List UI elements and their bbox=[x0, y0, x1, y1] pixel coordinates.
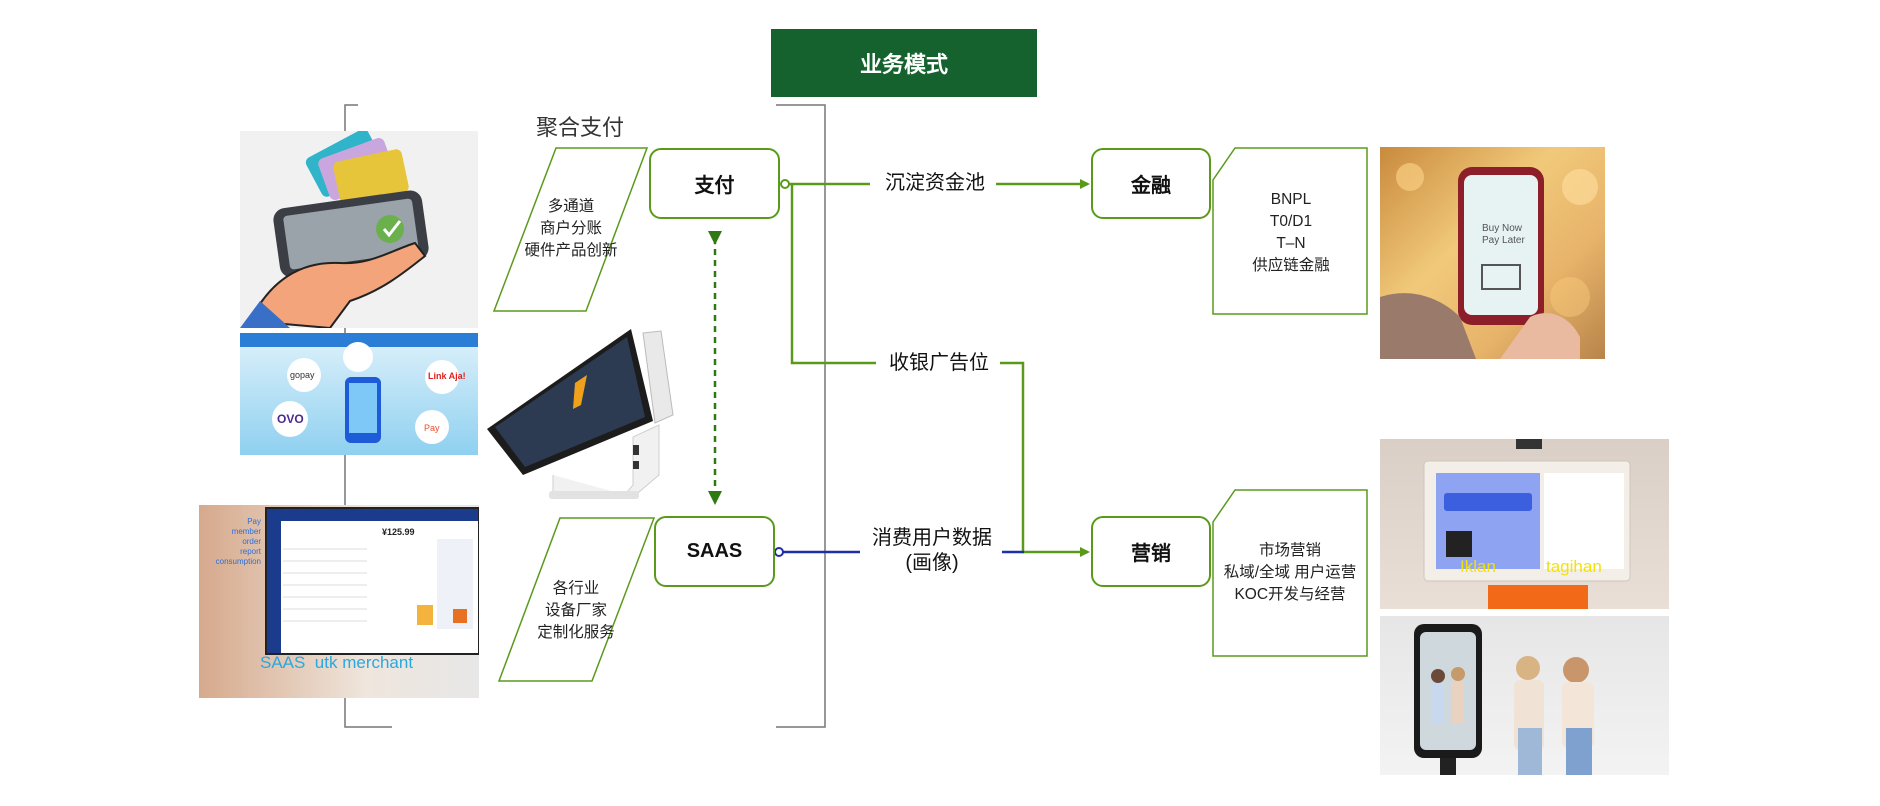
photo-bnpl: Buy Now Pay Later bbox=[1380, 147, 1605, 359]
photo-saas-merchant: ¥125.99 Pay member order report consumpt… bbox=[199, 505, 479, 698]
saas-side-menu: Pay member order report consumption bbox=[211, 517, 261, 567]
saas-screen: ¥125.99 bbox=[265, 507, 479, 655]
pay-feature-item: 商户分账 bbox=[539, 220, 602, 237]
finance-feature-item: T0/D1 bbox=[1269, 213, 1313, 230]
saas-features: 各行业 设备厂家 定制化服务 bbox=[514, 578, 638, 644]
wallet-linkaja: Link Aja! bbox=[428, 371, 466, 381]
marketing-feature-item: KOC开发与经营 bbox=[1234, 586, 1346, 603]
side-word: report bbox=[240, 547, 261, 556]
finance-features-box bbox=[1212, 147, 1368, 315]
photo-phone-payment bbox=[240, 131, 478, 328]
label-ad-slot: 收银广告位 bbox=[880, 351, 998, 376]
aggregate-payment-heading: 聚合支付 bbox=[536, 115, 625, 140]
wallet-ovo: OVO bbox=[277, 412, 304, 426]
wallet-shopeepay: Pay bbox=[424, 423, 440, 433]
saas-features-box bbox=[497, 517, 656, 682]
pay-feature-item: 多通道 bbox=[547, 198, 595, 215]
side-word: order bbox=[242, 537, 261, 546]
ad-caption-left: Iklan bbox=[1460, 557, 1496, 576]
saas-feature-item: 各行业 bbox=[552, 580, 600, 597]
side-word: member bbox=[231, 527, 261, 536]
saas-feature-item: 定制化服务 bbox=[537, 624, 615, 641]
right-bracket bbox=[776, 104, 826, 728]
label-fund-pool: 沉淀资金池 bbox=[876, 171, 994, 196]
side-word: Pay bbox=[247, 517, 261, 526]
photo-cashier-ad: Iklan tagihan bbox=[1380, 439, 1669, 609]
finance-feature-item: T–N bbox=[1276, 235, 1306, 252]
pay-feature-item: 硬件产品创新 bbox=[524, 242, 618, 259]
saas-price: ¥125.99 bbox=[382, 527, 415, 537]
finance-feature-item: BNPL bbox=[1270, 191, 1312, 208]
saas-caption: SAAS utk merchant bbox=[260, 653, 414, 672]
finance-features: BNPL T0/D1 T–N 供应链金融 bbox=[1230, 189, 1352, 277]
marketing-feature-item: 市场营销 bbox=[1258, 542, 1321, 559]
label-user-data-line1: 消费用户数据 bbox=[864, 526, 1000, 551]
pos-terminal-image bbox=[487, 329, 674, 499]
bnpl-phone-text-1: Buy Now bbox=[1482, 223, 1523, 234]
marketing-features: 市场营销 私域/全域 用户运营 KOC开发与经营 bbox=[1214, 540, 1366, 606]
saas-feature-item: 设备厂家 bbox=[544, 602, 607, 619]
edge-pay-ads bbox=[790, 184, 876, 365]
photo-koc-video bbox=[1380, 616, 1669, 775]
marketing-feature-item: 私域/全域 用户运营 bbox=[1223, 564, 1357, 581]
finance-feature-item: 供应链金融 bbox=[1252, 257, 1330, 274]
label-user-data: 消费用户数据 (画像) bbox=[864, 526, 1000, 576]
pay-features-box bbox=[492, 147, 649, 312]
pay-features: 多通道 商户分账 硬件产品创新 bbox=[510, 196, 632, 262]
ad-caption-right: tagihan bbox=[1546, 557, 1602, 576]
edge-ads-marketing bbox=[1000, 361, 1090, 557]
node-finance: 金融 bbox=[1091, 148, 1211, 219]
bnpl-phone-text-2: Pay Later bbox=[1482, 235, 1525, 246]
label-user-data-line2: (画像) bbox=[864, 551, 1000, 576]
wallet-gopay: gopay bbox=[290, 370, 315, 380]
photo-e-wallets: gopay OVO Link Aja! Pay bbox=[240, 333, 478, 455]
side-word: consumption bbox=[215, 557, 261, 566]
node-pay: 支付 bbox=[649, 148, 780, 219]
node-marketing: 营销 bbox=[1091, 516, 1211, 587]
page-title: 业务模式 bbox=[771, 29, 1037, 97]
marketing-features-box bbox=[1212, 489, 1368, 657]
node-saas: SAAS bbox=[654, 516, 775, 587]
